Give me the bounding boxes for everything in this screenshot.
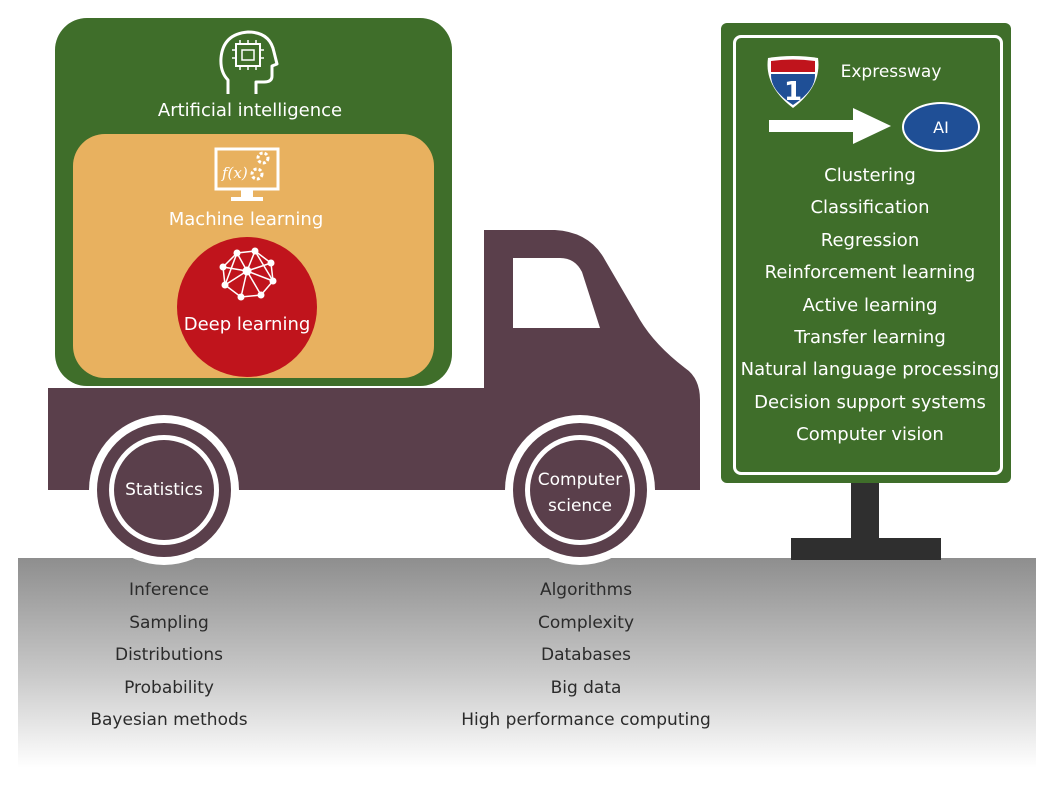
dl-label: Deep learning — [183, 314, 311, 335]
wheel-left-hub — [114, 440, 214, 540]
statistics-topic: Sampling — [129, 613, 209, 633]
ml-label: Machine learning — [168, 209, 324, 230]
cs-topic: Complexity — [537, 613, 635, 633]
truck-window — [513, 258, 600, 328]
statistics-topic: Probability — [124, 678, 214, 698]
statistics-topic: Inference — [129, 580, 209, 600]
sign-item: Reinforcement learning — [764, 262, 976, 283]
sign-item: Natural language processing — [740, 359, 1000, 380]
ai-destination-oval: AI — [902, 102, 980, 152]
sign-post — [851, 483, 879, 543]
sign-post-base — [791, 538, 941, 560]
interstate-shield-icon: 1 — [767, 56, 819, 108]
wheel-right-hub — [530, 440, 630, 540]
cs-topic: Big data — [550, 678, 622, 698]
cs-topic: Databases — [541, 645, 631, 665]
dl-circle — [177, 237, 317, 377]
sign-border — [733, 35, 1003, 475]
sign-item: Regression — [820, 230, 920, 251]
statistics-label: Statistics — [125, 480, 203, 500]
ai-label: Artificial intelligence — [157, 100, 343, 121]
statistics-topic: Bayesian methods — [90, 710, 248, 730]
sign-item: Classification — [810, 197, 930, 218]
route-number: 1 — [784, 77, 802, 107]
ground-road — [18, 558, 1036, 768]
cs-label-line1: Computer — [537, 470, 623, 490]
right-arrow-icon — [769, 108, 891, 144]
sign-item: Clustering — [824, 165, 916, 186]
statistics-topic: Distributions — [114, 645, 224, 665]
sign-item: Transfer learning — [794, 327, 946, 348]
sign-title: Expressway — [840, 62, 942, 82]
cs-label-line2: science — [548, 496, 612, 516]
head-chip-icon — [219, 30, 279, 94]
neural-network-icon — [219, 247, 277, 301]
cs-topic: High performance computing — [461, 710, 711, 730]
expressway-sign — [721, 23, 1011, 483]
sign-item: Decision support systems — [754, 392, 986, 413]
sign-item: Computer vision — [796, 424, 944, 445]
sign-item: Active learning — [802, 295, 938, 316]
svg-text:f(x): f(x) — [221, 164, 248, 182]
cs-topic: Algorithms — [539, 580, 633, 600]
monitor-function-icon: f(x) — [214, 147, 280, 201]
